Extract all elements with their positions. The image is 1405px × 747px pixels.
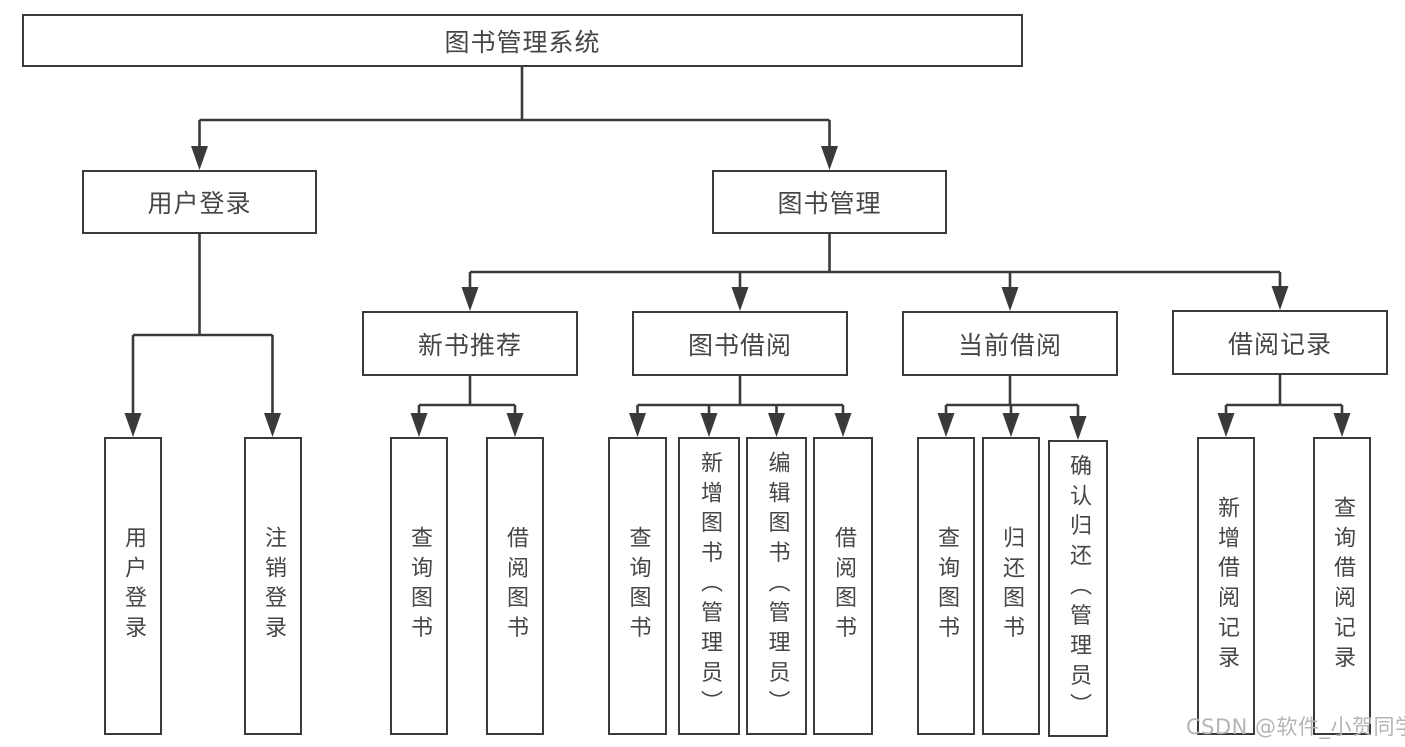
csdn-watermark: CSDN @软件_小贺同学: [1186, 715, 1405, 739]
leaf-label: 确认归还（管理员）: [1066, 453, 1091, 724]
node-book-borrow: 图书借阅: [632, 311, 848, 376]
node-library-management-system: 图书管理系统: [22, 14, 1023, 67]
node-label: 当前借阅: [957, 330, 1062, 360]
leaf-confirm-return-admin: 确认归还（管理员）: [1048, 440, 1108, 737]
leaf-query-borrow-record: 查询借阅记录: [1313, 437, 1371, 735]
leaf-query-book-current: 查询图书: [917, 437, 975, 735]
node-label: 图书管理: [777, 189, 882, 218]
node-label: 新书推荐: [417, 330, 522, 360]
node-label: 借阅记录: [1227, 329, 1332, 359]
leaf-label: 归还图书: [999, 526, 1024, 646]
leaf-label: 编辑图书（管理员）: [764, 451, 790, 721]
node-label: 图书借阅: [687, 330, 792, 360]
leaf-user-login: 用户登录: [104, 437, 162, 735]
leaf-label: 借阅图书: [831, 526, 856, 646]
leaf-label: 查询借阅记录: [1330, 496, 1355, 676]
leaf-label: 注销登录: [261, 526, 286, 646]
connector-paths: [131, 67, 1344, 418]
leaf-add-borrow-record: 新增借阅记录: [1197, 437, 1255, 735]
leaf-label: 借阅图书: [503, 526, 528, 646]
leaf-edit-book-admin: 编辑图书（管理员）: [746, 437, 807, 735]
leaf-label: 新增图书（管理员）: [697, 451, 722, 721]
node-current-borrow: 当前借阅: [902, 311, 1118, 376]
leaf-label: 新增借阅记录: [1214, 496, 1239, 676]
leaf-label: 用户登录: [121, 526, 146, 646]
leaf-add-book-admin: 新增图书（管理员）: [678, 437, 740, 735]
node-label: 用户登录: [147, 189, 252, 218]
arrowheads: [124, 146, 1351, 440]
node-borrow-record: 借阅记录: [1172, 310, 1388, 375]
leaf-borrow-book: 借阅图书: [813, 437, 873, 735]
leaf-logout: 注销登录: [244, 437, 302, 735]
leaf-query-book-borrow: 查询图书: [608, 437, 667, 735]
leaf-label: 查询图书: [625, 526, 651, 646]
node-new-book-recommend: 新书推荐: [362, 311, 578, 376]
leaf-label: 查询图书: [934, 526, 959, 646]
leaf-return-book: 归还图书: [982, 437, 1040, 735]
node-book-management: 图书管理: [712, 170, 947, 234]
node-label: 图书管理系统: [444, 27, 601, 57]
leaf-label: 查询图书: [407, 526, 432, 646]
node-user-login: 用户登录: [82, 170, 317, 234]
leaf-query-book-recommend: 查询图书: [390, 437, 448, 735]
leaf-borrow-book-recommend: 借阅图书: [486, 437, 544, 735]
